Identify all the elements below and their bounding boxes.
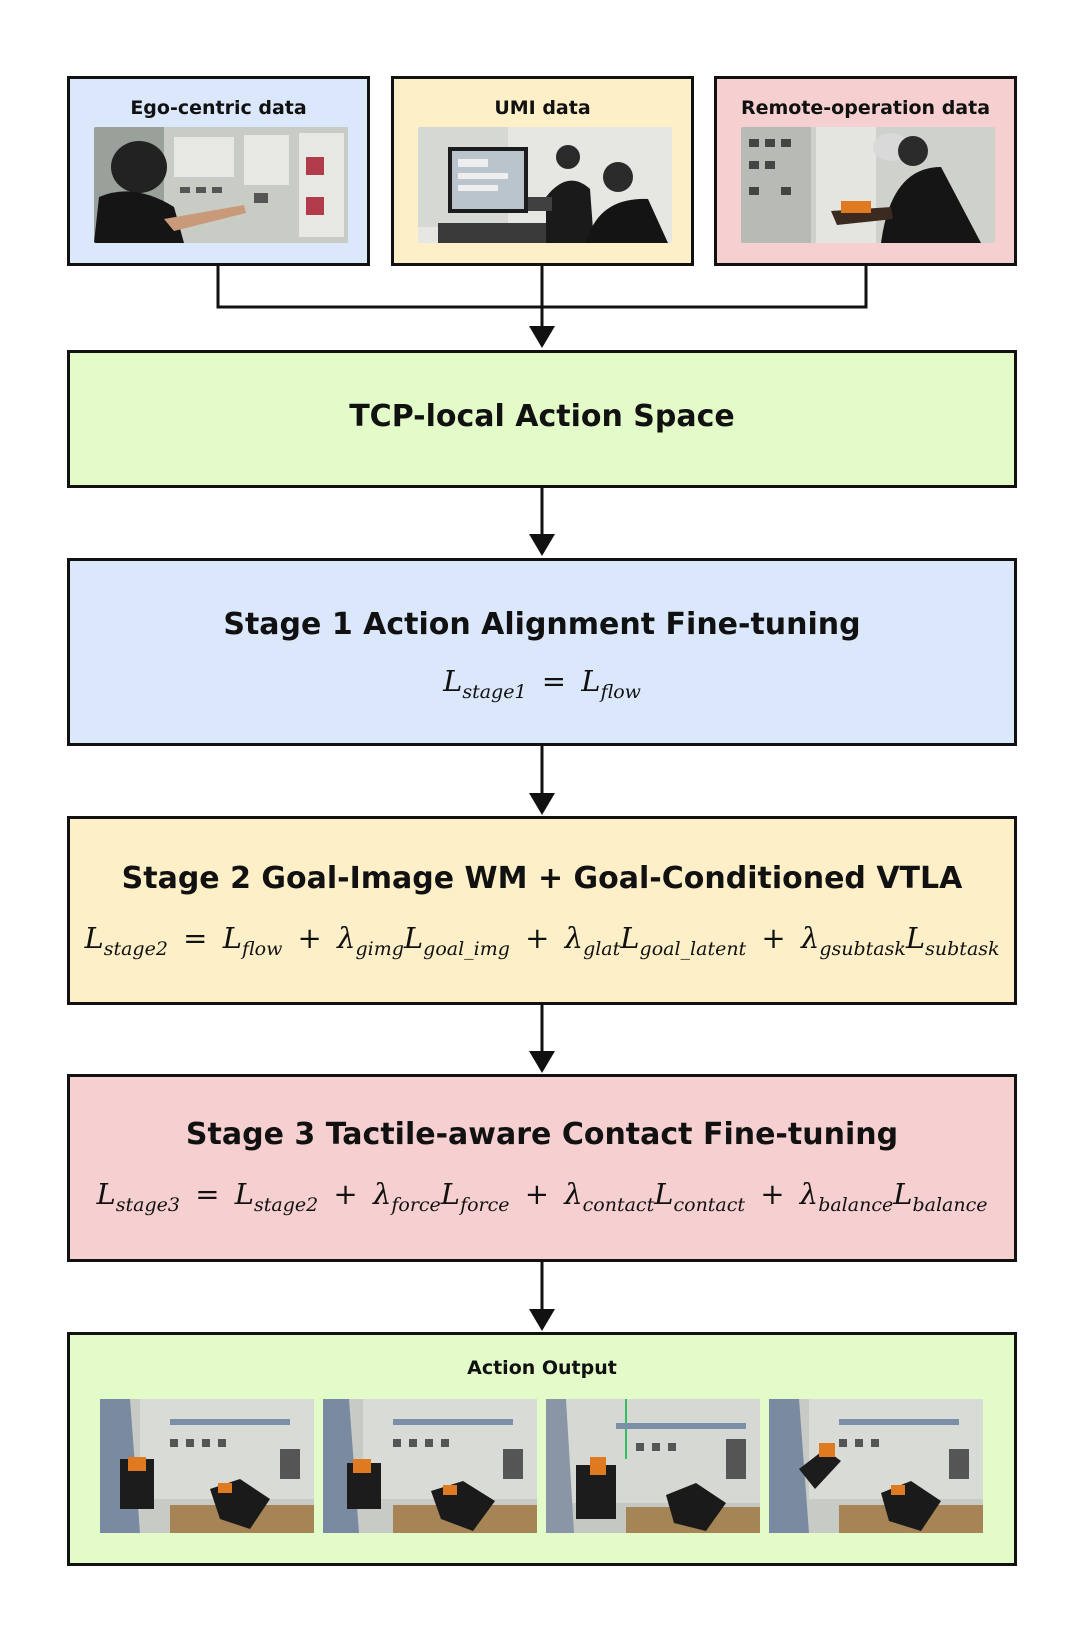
stage3-box: Stage 3 Tactile-aware Contact Fine-tunin… [67, 1074, 1017, 1262]
stage2-title: Stage 2 Goal-Image WM + Goal-Conditioned… [121, 861, 963, 896]
action-frame-3 [546, 1399, 760, 1533]
source-title: UMI data [494, 97, 591, 119]
action-space-title: TCP-local Action Space [349, 399, 735, 434]
stage3-formula: Lstage3 = Lstage2 + λforceLforce + λcont… [96, 1177, 988, 1216]
source-ego-centric: Ego-centric data [67, 76, 370, 266]
stage3-title: Stage 3 Tactile-aware Contact Fine-tunin… [185, 1117, 899, 1152]
action-space-box: TCP-local Action Space [67, 350, 1017, 488]
source-remote-operation: Remote-operation data [714, 76, 1017, 266]
arrowhead-icon [529, 534, 555, 556]
stage2-formula: Lstage2 = Lflow + λgimgLgoal_img + λglat… [84, 921, 1000, 960]
action-output-title: Action Output [467, 1357, 617, 1379]
arrowhead-icon [529, 326, 555, 348]
umi-photo [418, 127, 672, 243]
action-frame-2 [323, 1399, 537, 1533]
action-output-box: Action Output [67, 1332, 1017, 1566]
ego-centric-photo [94, 127, 348, 243]
stage1-title: Stage 1 Action Alignment Fine-tuning [223, 607, 861, 642]
stage2-box: Stage 2 Goal-Image WM + Goal-Conditioned… [67, 816, 1017, 1005]
arrowhead-icon [529, 793, 555, 815]
action-frame-4 [769, 1399, 983, 1533]
arrowhead-icon [529, 1051, 555, 1073]
arrowhead-icon [529, 1309, 555, 1331]
stage1-formula: Lstage1 = Lflow [443, 664, 641, 703]
action-output-frames [100, 1399, 988, 1533]
stage1-box: Stage 1 Action Alignment Fine-tuning Lst… [67, 558, 1017, 746]
remote-operation-photo [741, 127, 995, 243]
action-frame-1 [100, 1399, 314, 1533]
source-title: Ego-centric data [130, 97, 307, 119]
source-title: Remote-operation data [740, 97, 991, 119]
source-umi: UMI data [391, 76, 694, 266]
